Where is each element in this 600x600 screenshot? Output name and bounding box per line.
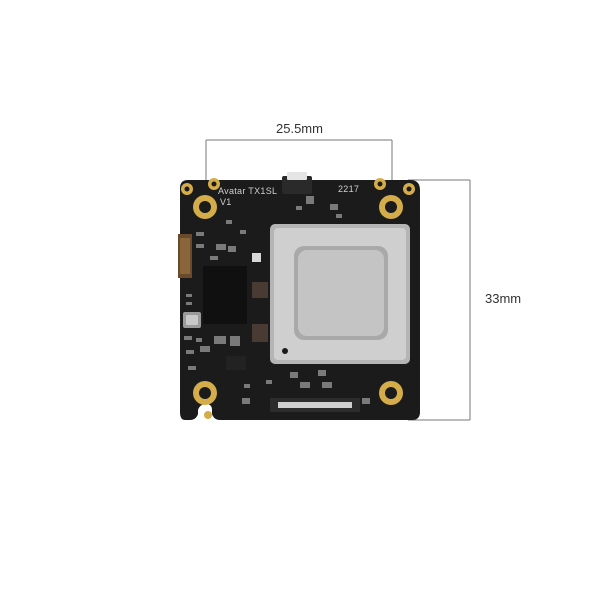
width-dimension-label: 25.5mm [276,121,323,136]
top-switch [282,172,312,194]
side-connector [178,234,192,278]
metal-shield [270,224,410,364]
mounting-hole-bottom-left [193,381,217,405]
date-code-text: 2217 [338,184,360,194]
mounting-hole-bottom-right [379,381,403,405]
brown-component-1 [252,282,268,298]
height-dimension-label: 33mm [485,291,522,306]
mounting-hole-top-left [193,195,217,219]
main-ic [203,266,247,324]
white-component [252,253,261,262]
bottom-connector [270,398,360,412]
board-version-text: V1 [220,197,232,207]
board-model-text: Avatar TX1SL [218,186,278,196]
brown-component-2 [252,324,268,342]
corner-pads [181,178,415,419]
dimension-lines [205,139,471,421]
smd-components [184,196,370,404]
mounting-hole-top-right [379,195,403,219]
crystal [183,312,201,328]
